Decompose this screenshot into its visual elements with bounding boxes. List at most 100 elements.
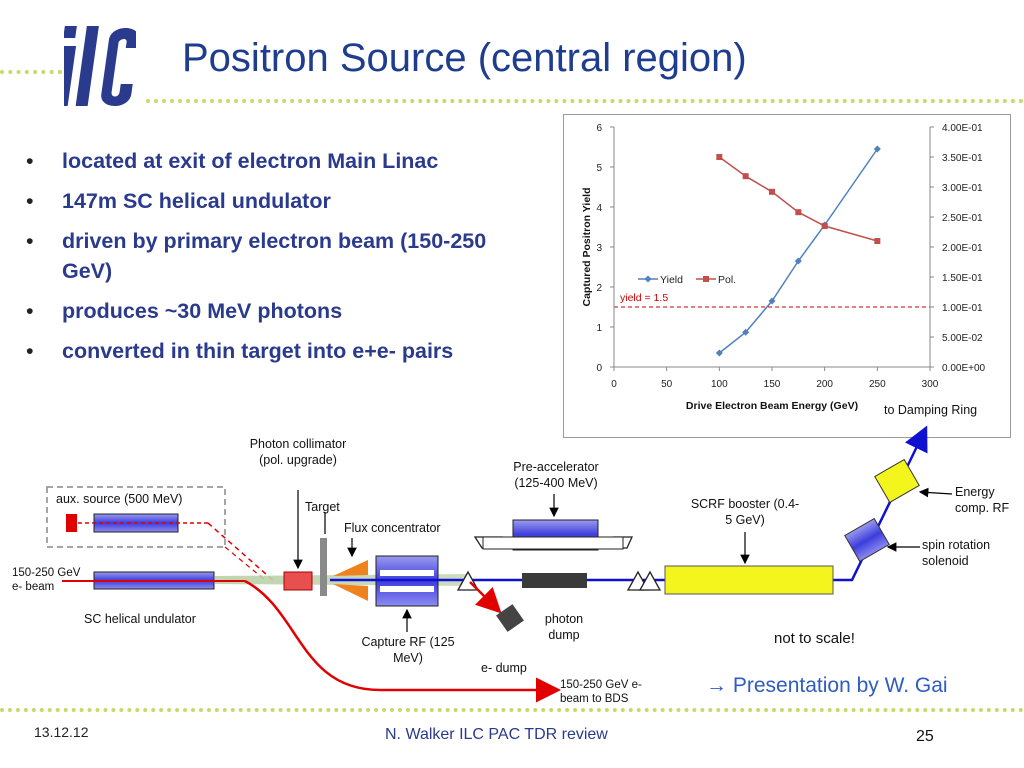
y2-tick-label: 5.00E-02 <box>942 333 983 344</box>
yield-polarization-chart: yield = 1.5 0 1 2 3 4 5 6 0.00E+00 5.00E-02 1.00E… <box>581 123 986 412</box>
bullet-text: 147m SC helical undulator <box>62 189 331 213</box>
x-tick-label: 0 <box>611 379 617 390</box>
bullet-item: • located at exit of electron Main Linac <box>24 146 554 176</box>
bullet-list: •located at exit of electron Main Linac … <box>24 146 554 376</box>
x-tick-label: 100 <box>711 379 728 390</box>
pol-point <box>716 154 723 160</box>
aux-dashed-link-1 <box>207 522 276 583</box>
dipole-magnets-1 <box>456 536 662 591</box>
top-dotted-line-left <box>0 70 62 74</box>
y-tick-label: 3 <box>596 243 602 254</box>
pol-point <box>795 209 802 216</box>
legend-label: Yield <box>660 274 683 286</box>
e-beam-to-bds <box>244 579 561 703</box>
energy-comp-rf <box>874 458 920 504</box>
y2-tick-label: 4.00E-01 <box>942 123 983 134</box>
bullet-text: located at exit of electron Main Linac <box>62 149 439 173</box>
target-label: Target <box>305 500 340 514</box>
pol-point <box>821 223 828 229</box>
photon-collimator-label: Photon collimator (pol. upgrade) <box>249 437 347 467</box>
positron-beam-ramp <box>835 425 928 582</box>
yield-point <box>873 145 881 153</box>
series-line-yield <box>718 148 878 354</box>
footer-date: 13.12.12 <box>34 724 89 740</box>
y2-tick-label: 1.00E-01 <box>942 303 983 314</box>
y-axis-label: Captured Positron Yield <box>581 187 593 306</box>
photon-dump <box>496 604 524 632</box>
bullet-symbol: • <box>26 299 34 323</box>
aux-dashed-link-2 <box>224 546 266 581</box>
spin-rotation-solenoid <box>844 517 890 563</box>
bullet-symbol: • <box>26 149 34 173</box>
yield-point <box>715 349 723 357</box>
beam-to-bds-label: 150-250 GeV e- beam to BDS <box>560 679 642 705</box>
y2-tick-label: 0.00E+00 <box>942 363 986 374</box>
bullet-text: driven by primary electron beam (150-250… <box>62 229 487 283</box>
bullet-item: • produces ~30 MeV photons <box>24 296 554 326</box>
e-dump-label: e- dump <box>481 661 527 675</box>
pre-accelerator <box>482 519 624 588</box>
pointer-energy-comp <box>918 487 953 498</box>
photon-dump-label: photon dump <box>544 612 584 642</box>
energy-comp-rf-label: Energy comp. RF <box>955 485 1010 515</box>
bullet-symbol: • <box>26 339 34 363</box>
reference-line-label: yield = 1.5 <box>620 292 668 304</box>
y2-tick-label: 2.50E-01 <box>942 213 983 224</box>
presentation-reference: → Presentation by W. Gai <box>706 674 948 697</box>
beam-in-label: 150-250 GeV e- beam <box>12 567 81 593</box>
top-dotted-line <box>146 99 1024 103</box>
series-line-pol <box>718 156 878 242</box>
page-number: 25 <box>916 728 934 745</box>
pol-point <box>742 173 749 180</box>
x-axis-label: Drive Electron Beam Energy (GeV) <box>686 400 858 412</box>
footer-center: N. Walker ILC PAC TDR review <box>385 726 608 743</box>
bullet-item: • converted in thin target into e+e- pair… <box>24 336 502 366</box>
y2-tick-label: 3.50E-01 <box>942 153 983 164</box>
bullet-symbol: • <box>26 189 34 213</box>
x-tick-label: 50 <box>661 379 673 390</box>
y2-tick-label: 1.50E-01 <box>942 273 983 284</box>
legend-label: Pol. <box>718 274 736 286</box>
aux-source-red-block <box>66 514 77 532</box>
y-tick-label: 4 <box>596 203 602 214</box>
yield-chart-frame: yield = 1.5 0 1 2 3 4 5 6 0.00E+00 5.00E-02 1.00E… <box>563 114 1011 438</box>
pre-accelerator-label: Pre-accelerator (125-400 MeV) <box>513 460 599 490</box>
x-tick-label: 150 <box>764 379 781 390</box>
x-tick-label: 250 <box>869 379 886 390</box>
bullet-item: •driven by primary electron beam (150-25… <box>24 226 522 286</box>
target <box>320 538 327 596</box>
y2-tick-label: 2.00E-01 <box>942 243 983 254</box>
pol-point <box>874 238 881 244</box>
photon-to-dump-arrow <box>469 581 502 614</box>
bullet-item: • 147m SC helical undulator <box>24 186 554 216</box>
pol-point <box>769 188 775 195</box>
bullet-text: produces ~30 MeV photons <box>62 299 343 323</box>
bottom-dotted-line <box>0 708 1024 712</box>
y2-tick-label: 3.00E-01 <box>942 183 983 194</box>
y-tick-label: 2 <box>596 283 602 294</box>
flux-concentrator-top <box>333 560 368 576</box>
ilc-logo <box>64 26 136 106</box>
not-to-scale-note: not to scale! <box>774 630 855 647</box>
scrf-booster-label: SCRF booster (0.4-5 GeV) <box>690 497 800 527</box>
y-tick-label: 6 <box>596 123 602 134</box>
y-tick-label: 0 <box>596 363 602 374</box>
to-damping-ring-label: to Damping Ring <box>884 403 978 417</box>
slide-title: Positron Source (central region) <box>182 36 747 80</box>
yield-point <box>742 328 750 336</box>
photon-collimator <box>283 571 313 591</box>
y-tick-label: 1 <box>596 323 602 334</box>
x-tick-label: 200 <box>816 379 833 390</box>
capture-rf-label: Capture RF (125 MeV) <box>361 635 455 665</box>
x-tick-label: 300 <box>922 379 939 390</box>
flux-concentrator-bottom <box>333 584 368 601</box>
spin-rotation-label: spin rotation solenoid <box>922 538 991 568</box>
aux-source-label: aux. source (500 MeV) <box>56 492 183 506</box>
y-tick-label: 5 <box>596 163 602 174</box>
yield-point <box>794 257 802 265</box>
scrf-booster <box>664 565 834 595</box>
sc-undulator-label: SC helical undulator <box>84 612 196 626</box>
bullet-text: converted in thin target into e+e- pairs <box>62 339 454 363</box>
legend-marker <box>644 275 652 283</box>
yield-point <box>768 297 776 305</box>
